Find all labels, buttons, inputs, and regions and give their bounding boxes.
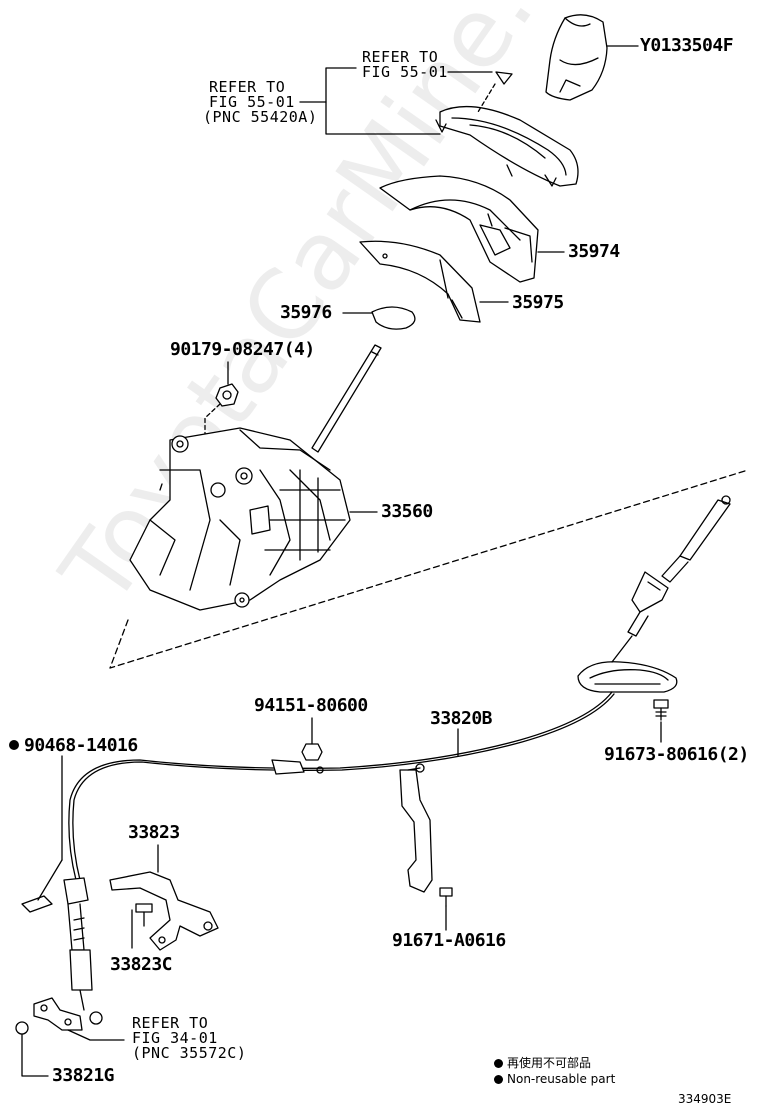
bolt-91673 — [653, 699, 669, 721]
cable-bracket — [399, 767, 433, 893]
cable-retainer — [33, 997, 83, 1031]
label-91671: 91671-A0616 — [392, 930, 506, 951]
grommet — [577, 635, 678, 693]
label-33560: 33560 — [381, 501, 433, 522]
label-35975: 35975 — [512, 292, 564, 313]
leader-90468 — [37, 859, 63, 901]
bracket-33823 — [109, 871, 219, 951]
label-33823c: 33823C — [110, 954, 173, 975]
label-33820b: 33820B — [430, 708, 493, 729]
nut-90179 — [215, 383, 239, 407]
ref-2-line-3: (PNC 55420A) — [203, 108, 318, 126]
dash-assembly — [109, 469, 749, 669]
legend-dot-cn — [494, 1059, 503, 1068]
cable-upper-end — [627, 495, 731, 637]
shift-cable — [68, 691, 613, 881]
ref-2-line-2: FIG 55-01 — [209, 93, 295, 111]
label-33821g: 33821G — [52, 1065, 115, 1086]
shift-bezel — [435, 105, 579, 187]
indicator-panel — [379, 175, 539, 283]
ref-1: REFER TO FIG 55-01 — [362, 50, 448, 80]
legend-dot-en — [494, 1075, 503, 1084]
label-35976: 35976 — [280, 302, 332, 323]
ref-2: REFER TO FIG 55-01 (PNC 55420A) — [203, 78, 317, 125]
cable-clamp — [271, 759, 305, 775]
label-35974: 35974 — [568, 241, 620, 262]
cable-lower-end — [63, 877, 103, 1025]
ref-3-line-1: REFER TO — [132, 1014, 209, 1032]
ref-3-line-3: (PNC 35572C) — [132, 1044, 247, 1062]
bolt-91671 — [439, 887, 453, 907]
ref-clip — [495, 71, 513, 85]
label-33823: 33823 — [128, 822, 180, 843]
position-cover — [359, 240, 481, 323]
ref-1-line-1: REFER TO — [362, 48, 439, 66]
label-94151: 94151-80600 — [254, 695, 368, 716]
label-90468: 90468-14016 — [24, 735, 138, 756]
bolt-33823c — [135, 903, 153, 927]
dash-ref-1 — [477, 83, 496, 113]
bushing-33821g — [15, 1021, 29, 1035]
ref-3: REFER TO FIG 34-01 (PNC 35572C) — [132, 1016, 246, 1061]
clip-90468 — [21, 895, 53, 913]
shift-lever-assembly — [129, 344, 382, 611]
legend-cn: 再使用不可部品 — [494, 1057, 591, 1069]
leader-ref-3 — [67, 1029, 125, 1041]
nut-94151 — [301, 743, 323, 761]
leader-ref-1 — [325, 67, 441, 135]
ref-1-line-2: FIG 55-01 — [362, 63, 448, 81]
leader-33821g — [21, 1033, 49, 1077]
label-knob: Y0133504F — [640, 35, 734, 56]
ref-3-line-2: FIG 34-01 — [132, 1029, 218, 1047]
label-91673: 91673-80616(2) — [604, 744, 749, 765]
label-90179: 90179-08247(4) — [170, 339, 315, 360]
legend-en: Non-reusable part — [494, 1073, 615, 1085]
plate-35976 — [371, 306, 416, 330]
shift-knob — [545, 14, 608, 101]
ref-2-line-1: REFER TO — [209, 78, 286, 96]
nonreusable-mark — [9, 740, 19, 750]
figure-id: 334903E — [678, 1092, 732, 1106]
